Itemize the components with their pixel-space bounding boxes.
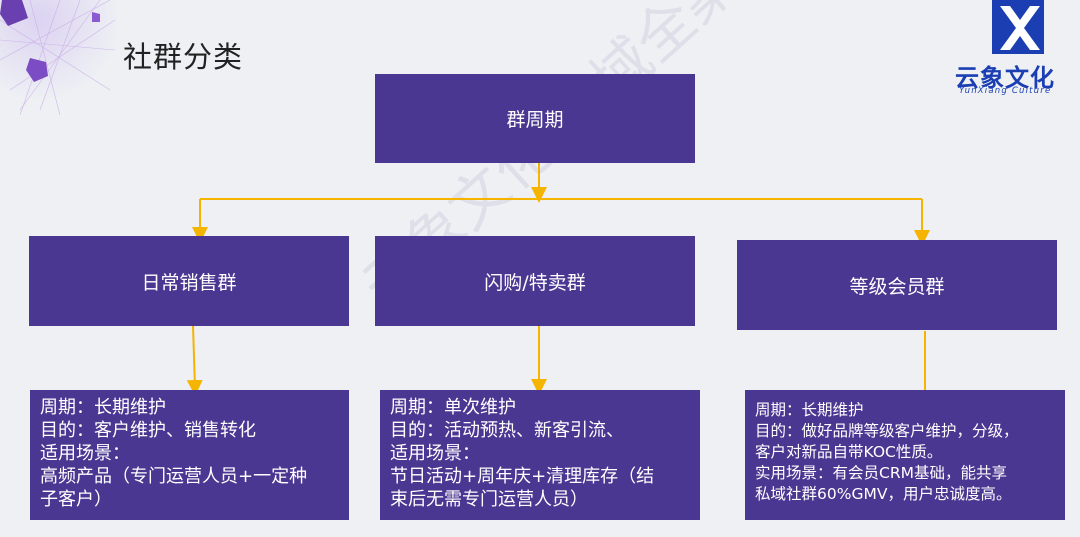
desc-line: 目的：客户维护、销售转化 [40, 420, 256, 441]
logo-subtitle: YunXiang Culture [959, 86, 1052, 96]
root-node-group-cycle: 群周期 [375, 74, 695, 163]
desc-flash-sale-group: 周期：单次维护 目的：活动预热、新客引流、 适用场景： 节日活动+周年庆+清理库… [380, 390, 700, 520]
desc-line: 高频产品（专门运营人员+一定种 [40, 466, 308, 487]
node-vip-member-group: 等级会员群 [737, 240, 1057, 330]
page-title: 社群分类 [123, 40, 244, 74]
desc-line: 周期：长期维护 [40, 397, 166, 418]
desc-line: 目的：活动预热、新客引流、 [390, 420, 624, 441]
desc-line: 子客户） [40, 489, 112, 510]
desc-vip-member-group: 周期：长期维护 目的：做好品牌等级客户维护，分级， 客户对新品自带KOC性质。 … [745, 390, 1065, 520]
desc-line: 适用场景： [390, 443, 480, 464]
node-daily-sales-group: 日常销售群 [29, 236, 349, 326]
desc-line: 私域社群60%GMV，用户忠诚度高。 [755, 485, 1012, 503]
desc-line: 客户对新品自带KOC性质。 [755, 443, 943, 461]
desc-line: 适用场景： [40, 443, 130, 464]
root-node-label: 群周期 [506, 109, 564, 131]
brand-logo: 云象文化 YunXiang Culture [955, 0, 1080, 100]
logo-name: 云象文化 [955, 64, 1055, 92]
node-label: 日常销售群 [141, 271, 237, 294]
desc-daily-sales-group: 周期：长期维护 目的：客户维护、销售转化 适用场景： 高频产品（专门运营人员+一… [30, 390, 349, 520]
desc-line: 束后无需专门运营人员） [390, 489, 588, 510]
desc-line: 周期：长期维护 [755, 401, 864, 419]
desc-line: 节日活动+周年庆+清理库存（结 [390, 466, 655, 487]
decorative-network-sphere [0, 0, 120, 116]
desc-line: 实用场景：有会员CRM基础，能共享 [755, 464, 1007, 482]
node-label: 等级会员群 [849, 275, 945, 298]
node-label: 闪购/特卖群 [484, 271, 586, 294]
desc-line: 目的：做好品牌等级客户维护，分级， [755, 422, 1019, 440]
node-flash-sale-group: 闪购/特卖群 [375, 236, 695, 326]
connector-child-1-desc [186, 325, 203, 396]
desc-line: 周期：单次维护 [390, 397, 516, 418]
logo-mark-icon [992, 0, 1044, 54]
